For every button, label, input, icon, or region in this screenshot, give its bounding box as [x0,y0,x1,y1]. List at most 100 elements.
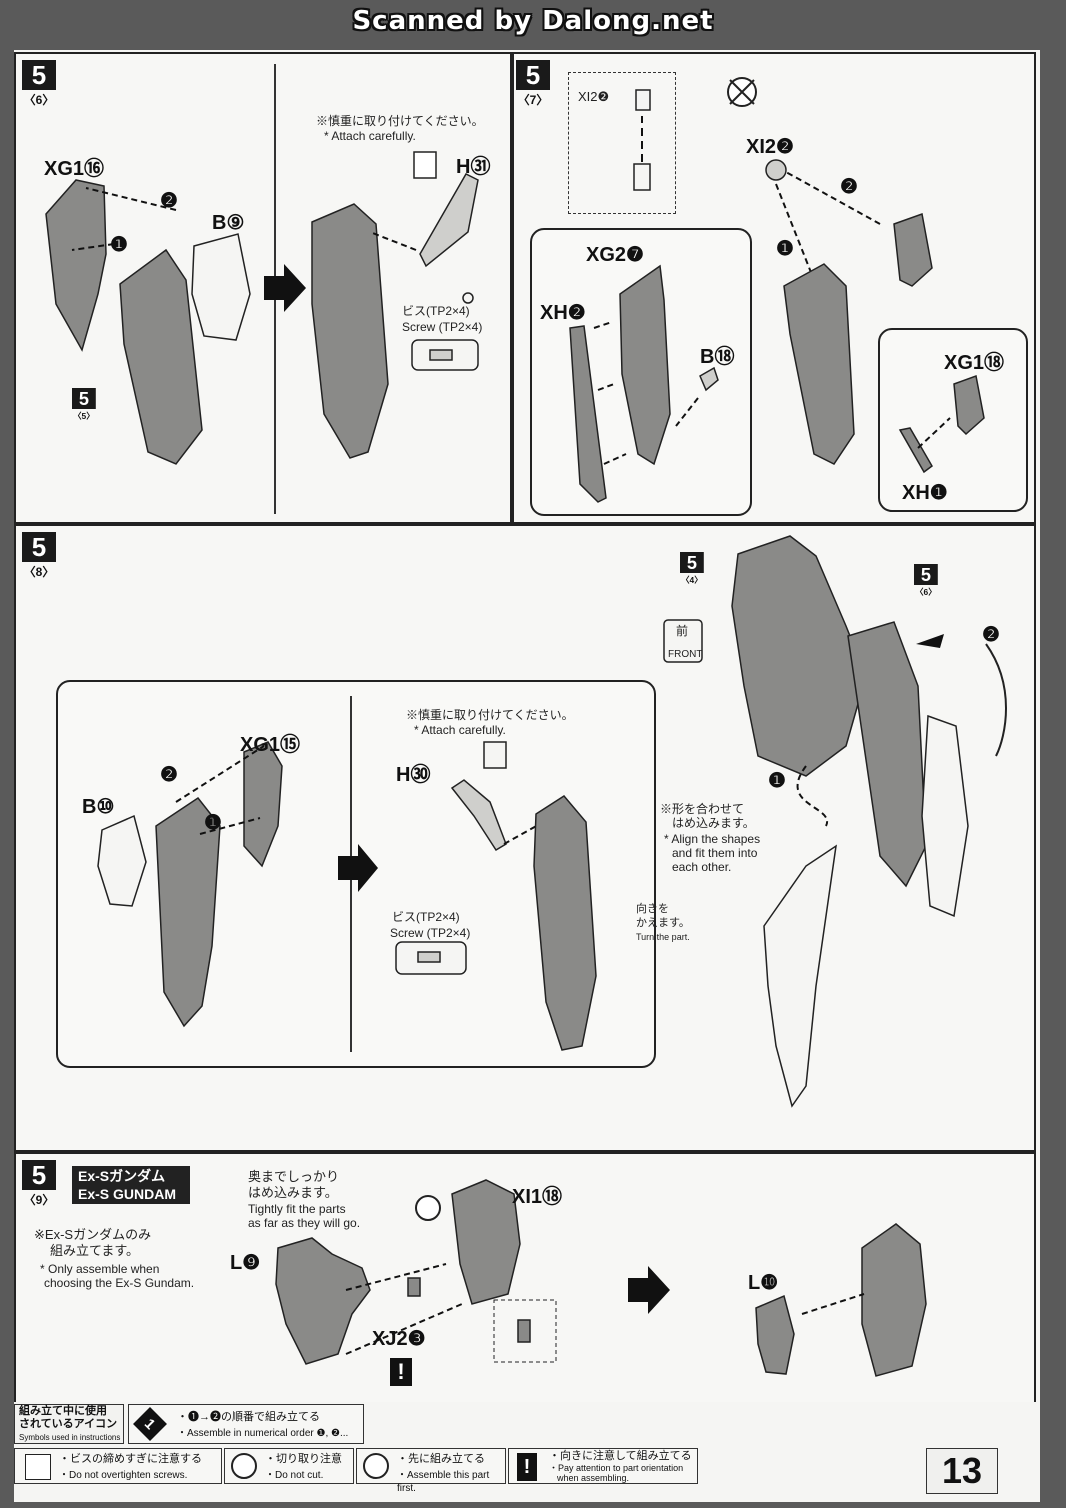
care-icon [483,741,507,769]
step-sub: 〈8〉 [23,565,55,579]
step-sub: 〈9〉 [23,1193,55,1207]
part-binder-outline [921,714,969,918]
legend-screw: ・ビスの締めすぎに注意する ・Do not overtighten screws… [14,1448,222,1484]
next-arrow [264,264,306,312]
step6-illustration [45,151,479,465]
part-xi2 [765,159,787,181]
part-assembled [861,1223,927,1377]
label-l9: L❾ [230,1252,261,1274]
step-badge: 5 〈7〉 [516,60,550,108]
part-b18 [699,366,719,392]
label-xj2-3: XJ2❸ [372,1328,426,1350]
step-badge: 5 〈8〉 [22,532,56,580]
label-b10: B⑩ [82,796,115,818]
label-c1-right: ❶ [768,770,786,792]
tight-jp2: はめ込みます。 [248,1185,338,1200]
first-icon [363,1453,389,1479]
step-one-icon: 1 [133,1407,167,1441]
step-number: 5 [516,60,550,90]
turn-en: Turn the part. [636,932,690,942]
part-xg2 [619,264,671,466]
front-icon [663,619,703,663]
detail-box [493,1299,557,1363]
label-xi2: XI2❷ [746,136,794,158]
shape-jp2: はめ込みます。 [672,816,755,830]
label-xg1-15: XG1⑮ [240,734,301,756]
note-attach-jp: ※慎重に取り付けてください。 [316,114,484,128]
step-badge: 5 〈9〉 [22,1160,56,1208]
shape-jp1: ※形を合わせて [660,802,745,816]
label-c2: ❷ [160,764,178,786]
label-h30: H㉚ [396,764,431,786]
label-b9: B⑨ [212,212,245,234]
part-b10 [97,814,147,907]
next-arrow [338,844,378,892]
tight-en2: as far as they will go. [248,1216,361,1230]
title-jp: Ex-Sガンダム [78,1168,166,1184]
part-l9 [275,1237,371,1365]
label-xi2-small: XI2❷ [578,89,610,104]
label-l10: L❿ [748,1272,779,1294]
step8-illustration [97,535,1007,1108]
tight-en1: Tightly fit the parts [248,1202,346,1216]
title-en: Ex-S GUNDAM [78,1186,177,1202]
part-xh1 [898,427,933,474]
part-turned [763,844,837,1108]
label-c1: ❶ [776,238,794,260]
part-xg1-18 [953,374,985,436]
screw-en: Screw (TP2×4) [390,926,471,940]
first-icon [415,1195,441,1221]
screw-en: Screw (TP2×4) [402,320,483,334]
label-b18: B⑱ [700,346,735,368]
watermark: Scanned by Dalong.net [352,6,714,36]
step-sub: 〈6〉 [23,93,55,107]
sub-step-4: 5 〈4〉 [680,552,704,585]
only-jp1: ※Ex-Sガンダムのみ [34,1227,152,1242]
title-badge: Ex-Sガンダム Ex-S GUNDAM [72,1166,190,1204]
part-xi1-18 [451,1179,521,1305]
label-xg1-16: XG1⑯ [44,158,105,180]
label-xh1: XH❶ [902,482,948,504]
part-xh2 [569,325,607,503]
part-xg1-16 [45,179,107,352]
shape-en1: * Align the shapes [664,832,761,846]
front-en: FRONT [668,649,703,660]
label-h31: H㉛ [456,156,491,178]
sub-step-badge: 5 〈5〉 [72,388,96,421]
part-xg1-15 [243,741,283,868]
label-c2: ❷ [840,176,858,198]
part-h30 [450,779,507,852]
shape-en2: and fit them into [672,846,758,860]
part-body-assembled [311,203,389,459]
part-l10 [755,1294,795,1375]
step-sub: 〈7〉 [517,93,549,107]
screw-care-icon [25,1454,51,1480]
sub-step-6: 5 〈6〉 [914,564,938,597]
tight-jp1: 奥までしっかり [248,1169,340,1184]
legend-numerical: 1 ・❶→❷の順番で組み立てる ・Assemble in numerical o… [128,1404,364,1444]
legend-title: 組み立て中に使用 されているアイコン Symbols used in instr… [14,1404,124,1444]
screw-jp: ビス(TP2×4) [392,910,460,924]
cut-icon [231,1453,257,1479]
only-en1: * Only assemble when [40,1262,160,1276]
part-xh-top [893,212,933,287]
label-c1: ❶ [110,234,128,256]
note-attach-en: * Attach carefully. [324,129,416,143]
note-attach-en: * Attach carefully. [414,723,506,737]
part-binder-6 [847,621,927,888]
shape-en3: each other. [672,860,732,874]
part-torso-4 [731,535,867,777]
step-5-8-panel: 5 〈8〉 XG1⑮ B⑩ [14,524,1036,1152]
orientation-icon: ! [517,1453,537,1481]
care-icon [413,151,437,179]
inset-xg1 [878,328,1028,512]
legend-first: ・先に組み立てる ・Assemble this part first. [356,1448,506,1494]
step-number: 5 [22,532,56,562]
only-jp2: 組み立てます。 [50,1243,140,1258]
legend-cut: ・切り取り注意 ・Do not cut. [224,1448,354,1484]
detail-xi2 [568,72,676,214]
next-arrow [628,1266,670,1314]
part-xj2-3 [407,1277,421,1297]
step-number: 5 [22,1160,56,1190]
